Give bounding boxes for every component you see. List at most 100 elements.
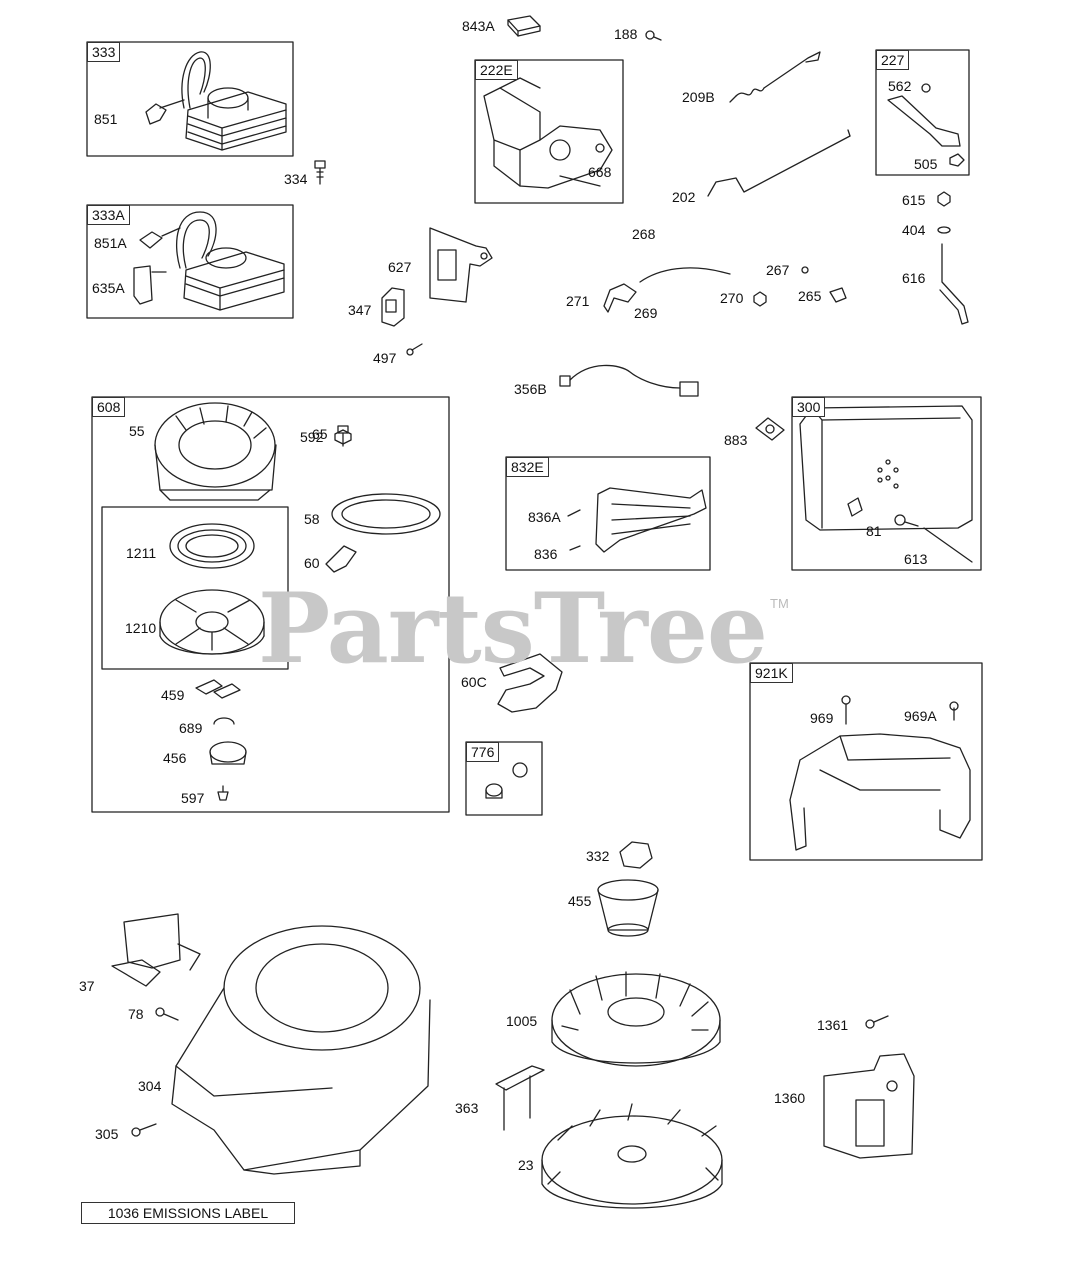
callout-363[interactable]: 363 <box>455 1100 479 1116</box>
callout-1360[interactable]: 1360 <box>774 1090 806 1106</box>
part-227-brake-lever <box>887 83 965 167</box>
part-921K-blower-housing <box>789 695 971 851</box>
part-459-pawl <box>195 679 241 699</box>
callout-836[interactable]: 836 <box>534 546 558 562</box>
callout-592[interactable]: 592 <box>300 429 324 445</box>
callout-459[interactable]: 459 <box>161 687 185 703</box>
callout-265[interactable]: 265 <box>798 288 822 304</box>
part-456-retainer <box>209 741 247 765</box>
part-270-nut <box>753 291 767 307</box>
callout-456[interactable]: 456 <box>163 750 187 766</box>
part-356B-wire <box>559 364 699 397</box>
part-81-bolt <box>894 514 919 527</box>
callout-304[interactable]: 304 <box>138 1078 162 1094</box>
part-333-ignition-coil <box>145 51 287 151</box>
callout-78[interactable]: 78 <box>128 1006 144 1022</box>
callout-627[interactable]: 627 <box>388 259 412 275</box>
callout-267[interactable]: 267 <box>766 262 790 278</box>
callout-843A[interactable]: 843A <box>462 18 495 34</box>
part-455-starter-cup <box>597 879 659 937</box>
callout-497[interactable]: 497 <box>373 350 397 366</box>
box-tag-921K[interactable]: 921K <box>750 663 793 683</box>
box-tag-333A[interactable]: 333A <box>87 205 130 225</box>
callout-969[interactable]: 969 <box>810 710 834 726</box>
callout-305[interactable]: 305 <box>95 1126 119 1142</box>
box-tag-608[interactable]: 608 <box>92 397 126 417</box>
box-300-frame <box>791 396 982 571</box>
part-333A-ignition-coil <box>133 211 285 311</box>
callout-836A[interactable]: 836A <box>528 509 561 525</box>
part-1210-pulley <box>159 589 265 655</box>
part-209B-spring <box>729 51 821 103</box>
callout-270[interactable]: 270 <box>720 290 744 306</box>
box-776-frame <box>465 741 543 816</box>
callout-58[interactable]: 58 <box>304 511 320 527</box>
callout-202[interactable]: 202 <box>672 189 696 205</box>
part-58-rope <box>331 493 441 535</box>
callout-616[interactable]: 616 <box>902 270 926 286</box>
callout-209B[interactable]: 209B <box>682 89 715 105</box>
box-333-frame <box>86 41 294 157</box>
callout-356B[interactable]: 356B <box>514 381 547 397</box>
callout-268[interactable]: 268 <box>632 226 656 242</box>
part-265-clip <box>829 287 847 303</box>
part-60C-handle <box>497 653 563 713</box>
callout-883[interactable]: 883 <box>724 432 748 448</box>
callout-269[interactable]: 269 <box>634 305 658 321</box>
callout-334[interactable]: 334 <box>284 171 308 187</box>
callout-60[interactable]: 60 <box>304 555 320 571</box>
callout-668[interactable]: 668 <box>588 164 612 180</box>
part-222E-control-bracket <box>483 77 613 189</box>
part-616-rod <box>939 243 969 325</box>
callout-689[interactable]: 689 <box>179 720 203 736</box>
callout-597[interactable]: 597 <box>181 790 205 806</box>
callout-271[interactable]: 271 <box>566 293 590 309</box>
callout-1211[interactable]: 1211 <box>126 545 157 561</box>
callout-562[interactable]: 562 <box>888 78 912 94</box>
callout-60C[interactable]: 60C <box>461 674 487 690</box>
callout-332[interactable]: 332 <box>586 848 610 864</box>
callout-347[interactable]: 347 <box>348 302 372 318</box>
box-608-inner-frame <box>101 506 289 670</box>
box-tag-227[interactable]: 227 <box>876 50 910 70</box>
part-1211-spring <box>169 523 255 569</box>
box-tag-832E[interactable]: 832E <box>506 457 549 477</box>
partstree-watermark: PartsTree <box>258 572 768 685</box>
box-tag-776[interactable]: 776 <box>466 742 500 762</box>
callout-613[interactable]: 613 <box>904 551 928 567</box>
part-300-muffler <box>799 405 973 531</box>
box-tag-222E[interactable]: 222E <box>475 60 518 80</box>
callout-188[interactable]: 188 <box>614 26 638 42</box>
callout-969A[interactable]: 969A <box>904 708 937 724</box>
callout-65[interactable]: 65 <box>312 426 328 442</box>
callout-81[interactable]: 81 <box>866 523 882 539</box>
callout-55[interactable]: 55 <box>129 423 145 439</box>
part-188-screw <box>645 30 662 41</box>
part-347-stop-switch <box>381 287 405 327</box>
emissions-label-box[interactable]: 1036 EMISSIONS LABEL <box>81 1202 295 1224</box>
callout-635A[interactable]: 635A <box>92 280 125 296</box>
part-1360-cover <box>823 1053 915 1159</box>
box-921K-frame <box>749 662 983 861</box>
callout-615[interactable]: 615 <box>902 192 926 208</box>
box-227-frame <box>875 49 970 176</box>
box-tag-300[interactable]: 300 <box>792 397 826 417</box>
part-1361-bolt <box>865 1015 889 1029</box>
callout-505[interactable]: 505 <box>914 156 938 172</box>
part-615-nut <box>937 191 951 207</box>
callout-23[interactable]: 23 <box>518 1157 534 1173</box>
callout-1210[interactable]: 1210 <box>125 620 157 636</box>
box-tag-333[interactable]: 333 <box>87 42 121 62</box>
part-843A-key <box>507 15 541 37</box>
callout-455[interactable]: 455 <box>568 893 592 909</box>
callout-851[interactable]: 851 <box>94 111 118 127</box>
part-597-screw <box>217 785 229 801</box>
callout-1005[interactable]: 1005 <box>506 1013 538 1029</box>
callout-404[interactable]: 404 <box>902 222 926 238</box>
callout-851A[interactable]: 851A <box>94 235 127 251</box>
callout-1361[interactable]: 1361 <box>817 1017 849 1033</box>
part-1005-flywheel <box>551 971 721 1067</box>
box-832E-frame <box>505 456 711 571</box>
part-613-rod <box>923 527 973 563</box>
callout-37[interactable]: 37 <box>79 978 95 994</box>
